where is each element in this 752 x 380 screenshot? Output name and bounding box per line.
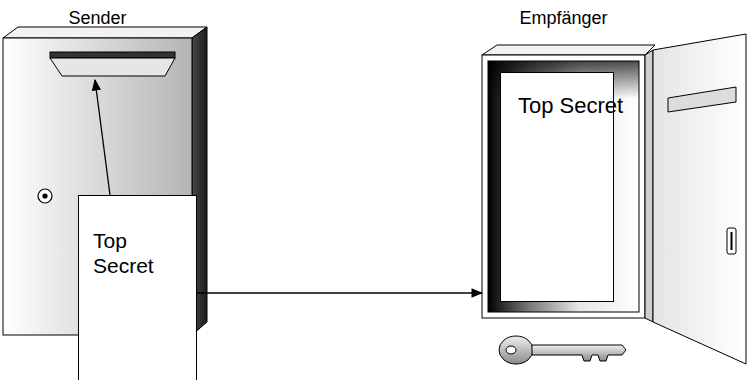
box-inside — [488, 61, 639, 312]
box-heading: Empfänger — [482, 8, 645, 29]
slot-flap — [50, 58, 175, 76]
box-heading: Sender — [3, 8, 192, 29]
letter-text: Top Secret — [93, 228, 171, 278]
door-slot — [668, 87, 736, 112]
letter-text: Top Secret — [518, 93, 598, 119]
key — [499, 336, 626, 364]
key-bow — [499, 336, 533, 364]
keyhole — [38, 189, 52, 203]
box-top — [482, 45, 655, 55]
keyhole — [42, 193, 47, 198]
box-top — [3, 27, 207, 38]
door-lock — [731, 232, 733, 250]
insert-arrow — [95, 80, 110, 195]
door-lock — [727, 228, 736, 254]
door-edge — [645, 50, 653, 322]
arrow-connector — [192, 292, 482, 293]
letter: Top Secret — [500, 72, 614, 302]
letter: Top Secret — [78, 195, 197, 380]
mailbox: Top SecretEmpfänger — [482, 55, 645, 318]
key-hole — [506, 346, 516, 354]
open-door — [653, 34, 746, 364]
receiver-mailbox — [482, 34, 746, 364]
box-inside-shade — [488, 61, 639, 312]
mail-slot — [50, 52, 175, 58]
key-shaft — [532, 345, 626, 361]
box-frame — [482, 55, 645, 318]
